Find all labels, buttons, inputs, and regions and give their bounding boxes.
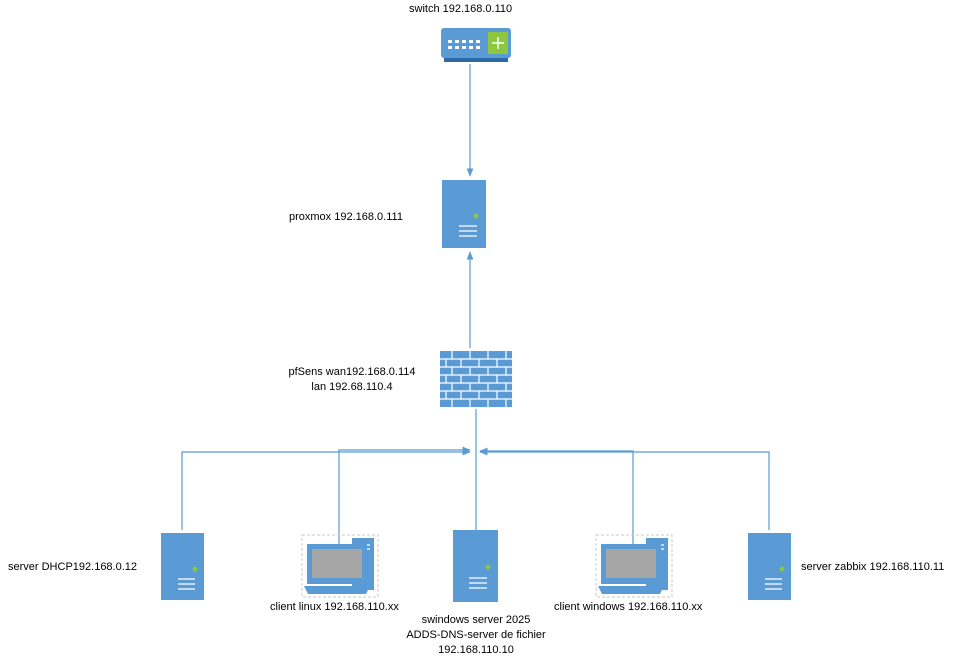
windows-server-label-line2: ADDS-DNS-server de fichier [406,629,546,641]
client-linux-label: client linux 192.168.110.xx [270,601,399,613]
server-tower-icon [453,530,498,602]
pfsense-label: pfSens wan192.168.0.114 lan 192.68.110.4 [282,365,422,395]
client-windows-label: client windows 192.168.110.xx [554,601,703,613]
workstation-icon [301,534,379,598]
dhcp-label: server DHCP192.168.0.12 [8,561,138,573]
workstation-icon [595,534,673,598]
network-switch-icon [441,28,511,62]
link-zabbix-hub [479,448,770,530]
zabbix-label: server zabbix 192.168.110.11 [801,561,945,573]
pfsense-label-line2: lan 192.68.110.4 [311,381,393,393]
windows-server-label-line3: 192.168.110.10 [438,644,514,656]
link-winclient-hub [479,447,634,570]
switch-label: switch 192.168.0.110 [409,3,513,15]
windows-server-label-line1: swindows server 2025 [421,614,531,626]
firewall-icon [440,351,512,407]
link-linux-hub [338,446,471,570]
server-tower-icon [748,533,791,600]
proxmox-label: proxmox 192.168.0.111 [289,211,403,223]
server-tower-icon [442,180,486,248]
windows-server-label: swindows server 2025 ADDS-DNS-server de … [396,613,556,658]
connections [181,64,770,570]
link-dhcp-hub [181,448,471,530]
server-tower-icon [161,533,204,600]
pfsense-label-line1: pfSens wan192.168.0.114 [288,366,416,378]
